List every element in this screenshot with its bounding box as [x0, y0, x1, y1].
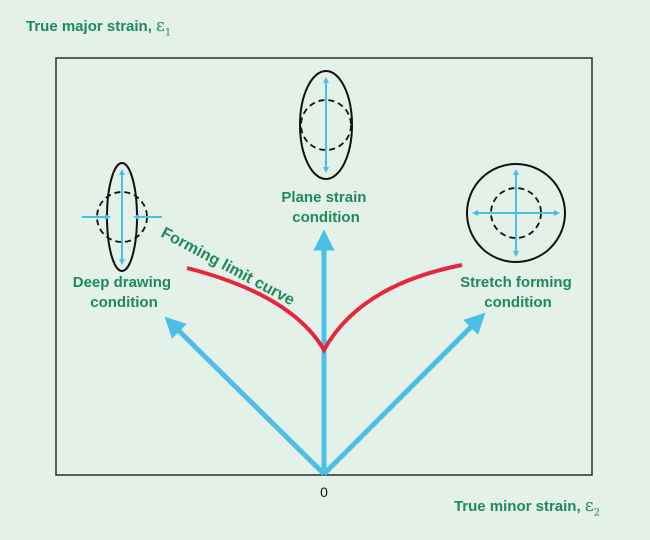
stretch-forming-glyph: [466, 163, 566, 263]
origin-label: 0: [320, 484, 328, 500]
y-axis-title: True major strain, ε1: [26, 16, 171, 38]
x-axis-title: True minor strain, ε2: [454, 496, 600, 518]
plane-strain-label: Plane strain condition: [281, 189, 370, 226]
x-axis-subscript: 2: [593, 507, 600, 519]
plane-strain-glyph: [299, 70, 353, 180]
deep-drawing-label-line1: Deep drawing: [73, 274, 171, 291]
deformed-ellipse: [299, 70, 353, 180]
x-axis-symbol: ε2: [584, 496, 600, 519]
curve-label: Forming limit curve: [158, 225, 297, 310]
plane-strain-label-line2: condition: [292, 209, 360, 226]
plot-frame: [55, 57, 593, 476]
stretch-forming-label-line1: Stretch forming: [460, 274, 572, 291]
stretch-forming-arrow: [322, 312, 486, 476]
y-axis-symbol: ε1: [156, 16, 172, 39]
deep-drawing-arrow: [164, 316, 326, 476]
y-axis-subscript: 1: [164, 27, 172, 39]
x-axis-title-text: True minor strain,: [453, 498, 581, 515]
deep-drawing-label-line2: condition: [90, 294, 158, 311]
deformed-circle: [466, 163, 566, 263]
plane-strain-label-line1: Plane strain: [281, 189, 366, 206]
deep-drawing-glyph: [82, 162, 162, 272]
y-axis-title-text: True major strain,: [26, 18, 152, 35]
deep-drawing-label: Deep drawing condition: [73, 274, 176, 311]
forming-limit-curve: [186, 263, 463, 355]
x-axis-epsilon: ε: [584, 496, 594, 516]
stretch-forming-label-line2: condition: [484, 294, 552, 311]
stretch-forming-label: Stretch forming condition: [460, 274, 576, 311]
y-axis-epsilon: ε: [156, 16, 165, 36]
